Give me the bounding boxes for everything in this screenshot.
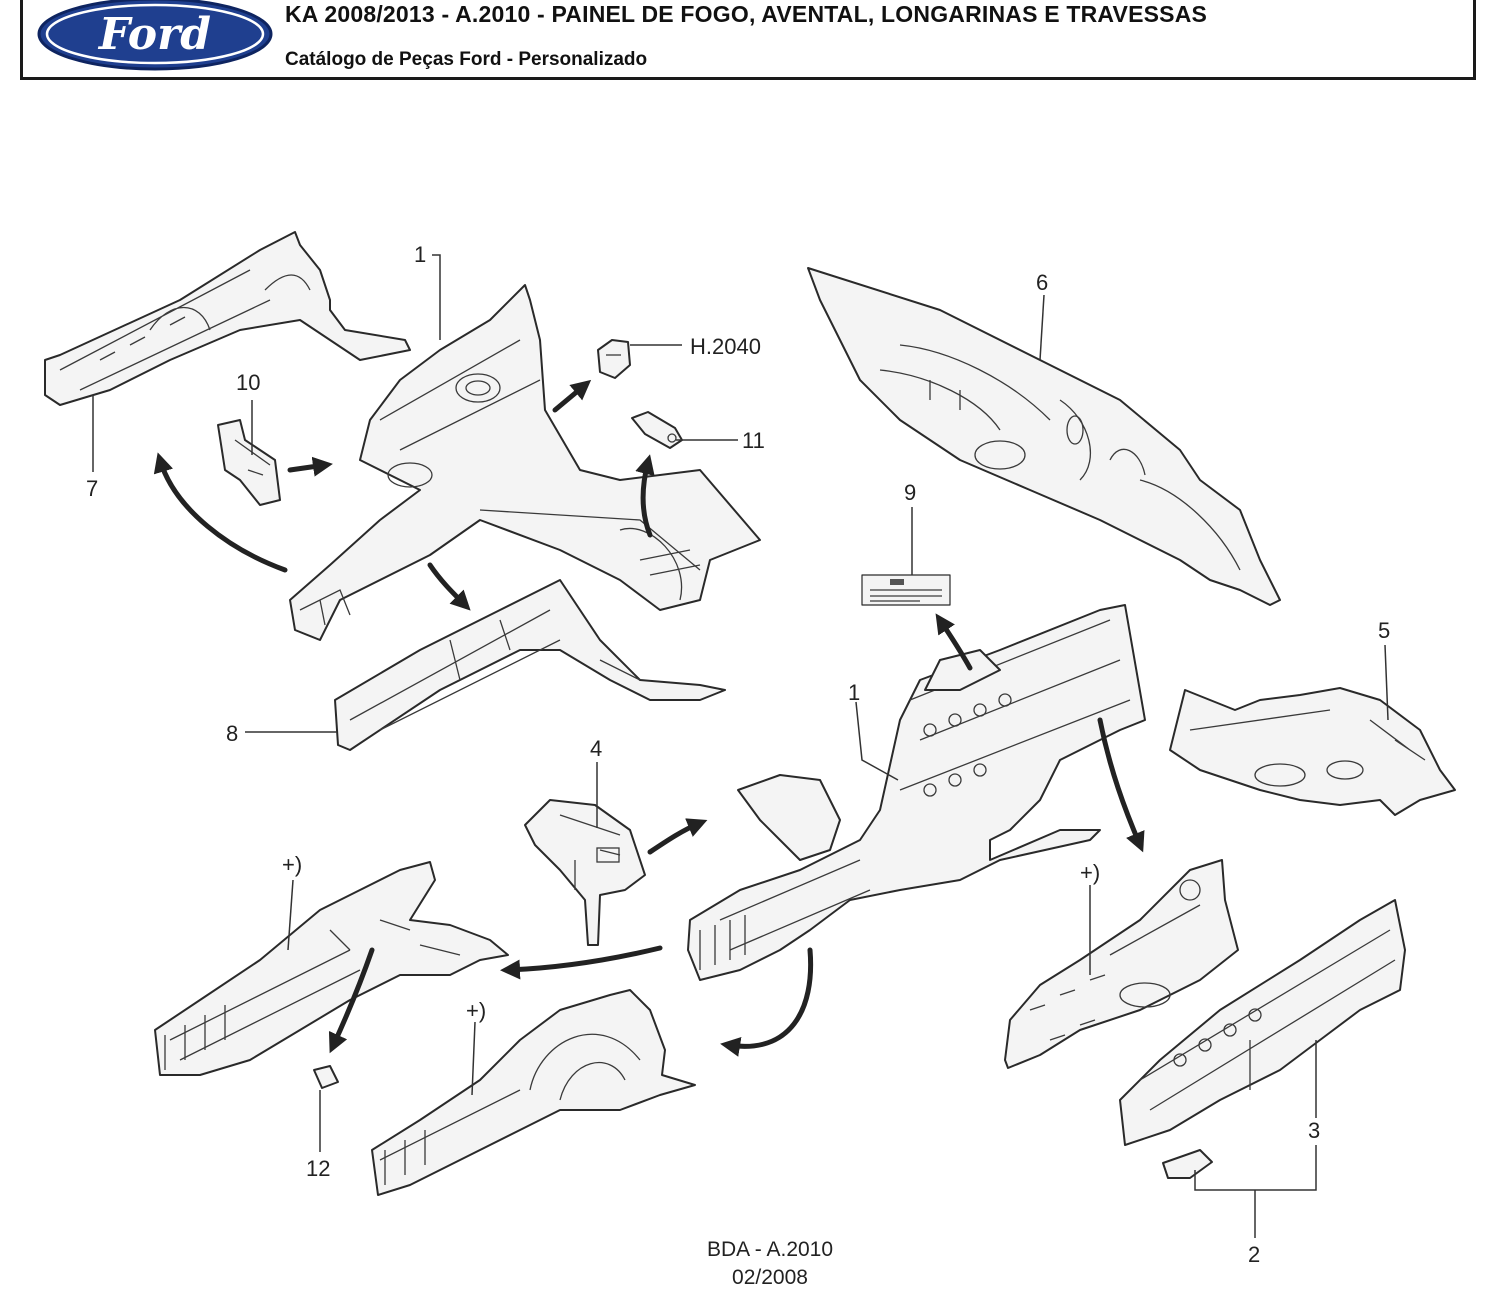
page-subtitle: Catálogo de Peças Ford - Personalizado <box>285 49 648 70</box>
callout-7: 7 <box>86 476 98 501</box>
logo-text: Ford <box>97 9 211 60</box>
footer: BDA - A.2010 02/2008 <box>660 1236 880 1292</box>
assembly-arrows <box>153 379 1145 1057</box>
part-plus-right-inner-panel <box>1004 859 1239 1069</box>
part-6-firewall-panel <box>807 267 1281 606</box>
header-box: Ford KA 2008/2013 - A.2010 - PAINEL DE F… <box>20 0 1476 80</box>
part-3-rear-rail <box>1119 899 1406 1146</box>
part-10-bracket <box>217 419 281 506</box>
callout-plus-bottom: +) <box>466 998 486 1023</box>
callout-plus-left: +) <box>282 852 302 877</box>
part-1-main-assembly <box>687 604 1146 981</box>
callout-3: 3 <box>1308 1118 1320 1143</box>
part-11-bracket <box>631 411 683 449</box>
callout-4: 4 <box>590 736 602 761</box>
callout-h2040: H.2040 <box>690 334 761 359</box>
callout-1-top: 1 <box>414 242 426 267</box>
callout-9: 9 <box>904 480 916 505</box>
callout-2: 2 <box>1248 1242 1260 1267</box>
part-9-label <box>861 574 951 606</box>
part-h2040-clip <box>597 339 631 379</box>
part-1-front-structure-top <box>289 284 761 641</box>
callout-8: 8 <box>226 721 238 746</box>
diagram-code: BDA - A.2010 <box>706 1238 834 1261</box>
diagram-date: 02/2008 <box>732 1266 808 1289</box>
part-plus-left-side-member <box>154 861 509 1076</box>
callout-1-mid: 1 <box>848 680 860 705</box>
part-8-apron <box>334 579 726 751</box>
callout-5: 5 <box>1378 618 1390 643</box>
callout-10: 10 <box>236 370 260 395</box>
part-4-support <box>524 799 646 946</box>
ford-logo: Ford <box>37 0 273 71</box>
callout-11: 11 <box>742 428 765 453</box>
part-2-bracket <box>1162 1149 1213 1179</box>
callout-plus-right: +) <box>1080 860 1100 885</box>
part-7-rail <box>44 231 411 406</box>
part-plus-bottom-wheel-arch <box>371 989 696 1196</box>
leader-lines <box>92 254 1389 1238</box>
part-5-rear-apron <box>1169 687 1456 816</box>
part-12-plate <box>313 1065 339 1089</box>
callout-6: 6 <box>1036 270 1048 295</box>
page-title: KA 2008/2013 - A.2010 - PAINEL DE FOGO, … <box>285 1 1208 27</box>
callout-12: 12 <box>306 1156 330 1181</box>
